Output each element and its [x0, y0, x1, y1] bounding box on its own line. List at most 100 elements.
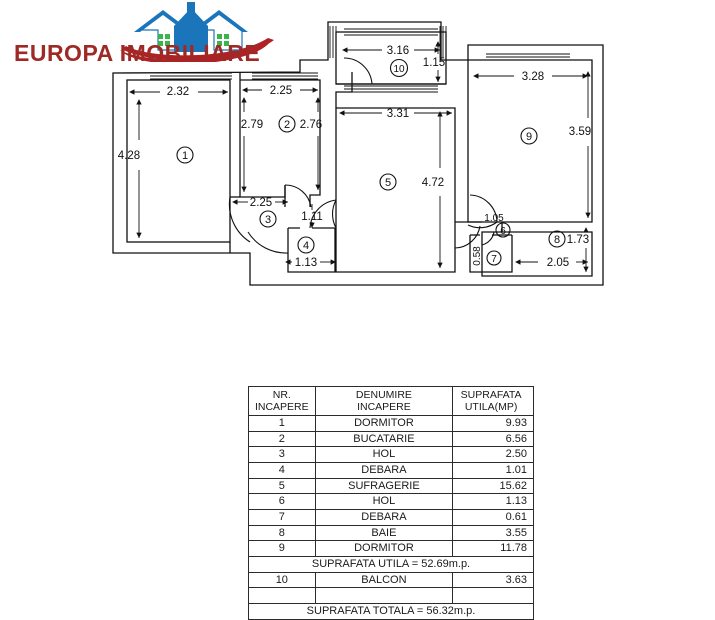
room-number-1: 1 [182, 150, 188, 162]
header-name-line2: INCAPERE [357, 401, 411, 414]
dim-2-25-hol3: 2.25 [250, 197, 272, 209]
room-marker-1: 1 [176, 146, 194, 164]
cell-nr: 6 [248, 493, 316, 510]
header-area-line1: SUPRAFATA [460, 389, 522, 401]
room-marker-3: 3 [259, 210, 277, 228]
cell-nr: 4 [248, 462, 316, 479]
room-number-8: 8 [554, 234, 560, 246]
room-number-9: 9 [526, 131, 532, 143]
cell-nr: 5 [248, 477, 316, 495]
floor-plan-svg: 1 2 3 4 5 6 7 [112, 21, 604, 286]
dim-3-59-room9: 3.59 [569, 126, 591, 138]
dim-1-05-room6: 1.05 [484, 213, 504, 224]
room-number-7: 7 [491, 254, 497, 265]
blank-cell-name [314, 587, 454, 605]
total-row: SUPRAFATA TOTALA = 56.32m.p. [248, 603, 534, 620]
cell-nr: 8 [248, 524, 316, 542]
dim-1-15-balcon: 1.15 [423, 57, 445, 69]
room-marker-4: 4 [297, 236, 315, 254]
cell-name: BUCATARIE [314, 430, 454, 448]
header-area: SUPRAFATA UTILA(MP) [452, 385, 534, 417]
dim-3-31-room5: 3.31 [387, 108, 409, 120]
table-row: 7 DEBARA 0.61 [248, 508, 534, 526]
cell-area: 2.50 [452, 446, 534, 464]
room-number-6: 6 [500, 226, 506, 237]
house-roof-icon [118, 2, 278, 65]
room-schedule-table: NR. INCAPERE DENUMIRE INCAPERE SUPRAFATA… [248, 385, 534, 620]
room-marker-2: 2 [278, 115, 296, 133]
cell-name: DEBARA [314, 462, 454, 479]
cell-area: 6.56 [452, 430, 534, 448]
cell-area: 1.01 [452, 462, 534, 479]
total-label: SUPRAFATA TOTALA = 56.32m.p. [248, 603, 534, 620]
cell-area: 9.93 [452, 415, 534, 432]
header-nr-line1: NR. [272, 389, 291, 401]
window-symbols [150, 26, 570, 93]
interior-walls [126, 31, 593, 277]
cell-nr: 3 [248, 446, 316, 464]
table-row: 9 DORMITOR 11.78 [248, 540, 534, 557]
room-marker-10: 10 [389, 58, 409, 78]
dim-2-76-room2: 2.76 [300, 119, 322, 131]
cell-area: 15.62 [452, 477, 534, 495]
dim-1-11-room4: 1.11 [301, 211, 323, 223]
room-number-markers: 1 2 3 4 5 6 7 [176, 58, 566, 266]
cell-name: SUFRAGERIE [314, 477, 454, 495]
dimension-lines [129, 41, 591, 272]
header-name: DENUMIRE INCAPERE [314, 385, 454, 417]
dim-3-28-room9: 3.28 [522, 71, 544, 83]
cell-area: 3.55 [452, 524, 534, 542]
dimension-labels: 2.32 4.28 2.25 2.79 2.76 2.25 1.11 1.13 … [118, 45, 591, 269]
cell-area: 0.61 [452, 508, 534, 526]
dim-2-32-room1: 2.32 [167, 86, 189, 98]
room-number-5: 5 [385, 177, 391, 189]
table-row: 5 SUFRAGERIE 15.62 [248, 477, 534, 495]
table-row: 6 HOL 1.13 [248, 493, 534, 510]
table-row: 3 HOL 2.50 [248, 446, 534, 464]
cell-name: BALCON [314, 571, 454, 589]
room-number-3: 3 [265, 214, 271, 226]
table-row: 8 BAIE 3.55 [248, 524, 534, 542]
cell-nr: 7 [248, 508, 316, 526]
header-nr-line2: INCAPERE [254, 401, 309, 414]
table-row: 2 BUCATARIE 6.56 [248, 430, 534, 448]
blank-row [248, 587, 534, 605]
cell-area: 11.78 [452, 540, 534, 557]
room-number-2: 2 [284, 119, 290, 131]
header-nr: NR. INCAPERE [248, 385, 316, 417]
cell-name: HOL [314, 493, 454, 510]
room-marker-7: 7 [486, 250, 502, 266]
dim-2-05-room8: 2.05 [547, 257, 569, 269]
cell-nr: 9 [248, 540, 316, 557]
table-row-balcony: 10 BALCON 3.63 [248, 571, 534, 589]
dim-2-79-room2: 2.79 [241, 119, 263, 131]
room-number-10: 10 [393, 64, 405, 75]
room-marker-5: 5 [379, 173, 397, 191]
logo-wordmark: EUROPA IMOBILIARE [14, 40, 261, 66]
blank-cell-area [452, 587, 534, 605]
cell-nr: 2 [248, 430, 316, 448]
dim-0-58-room7: 0.58 [472, 246, 483, 266]
cell-name: HOL [314, 446, 454, 464]
header-area-line2: UTILA(MP) [464, 401, 518, 414]
table-row: 1 DORMITOR 9.93 [248, 415, 534, 432]
room-marker-8: 8 [548, 230, 566, 248]
dim-4-28-room1: 4.28 [118, 150, 140, 162]
table-row: 4 DEBARA 1.01 [248, 462, 534, 479]
floor-plan-drawing: 1 2 3 4 5 6 7 [112, 21, 604, 286]
cell-name: DORMITOR [314, 540, 454, 557]
dim-1-73-room8: 1.73 [567, 234, 589, 246]
cell-nr: 1 [248, 415, 316, 432]
dim-2-25-room2: 2.25 [270, 85, 292, 97]
table-header-row: NR. INCAPERE DENUMIRE INCAPERE SUPRAFATA… [248, 385, 534, 417]
dim-4-72-room5: 4.72 [422, 177, 444, 189]
cell-nr: 10 [248, 571, 316, 589]
subtotal-label: SUPRAFATA UTILA = 52.69m.p. [248, 555, 534, 573]
room-marker-6: 6 [495, 222, 511, 238]
subtotal-row: SUPRAFATA UTILA = 52.69m.p. [248, 555, 534, 573]
cell-name: DORMITOR [314, 415, 454, 432]
company-logo: EUROPA IMOBILIARE [8, 2, 278, 68]
header-name-line1: DENUMIRE [355, 389, 412, 401]
dim-1-13-room4: 1.13 [295, 257, 317, 269]
cell-area: 1.13 [452, 493, 534, 510]
